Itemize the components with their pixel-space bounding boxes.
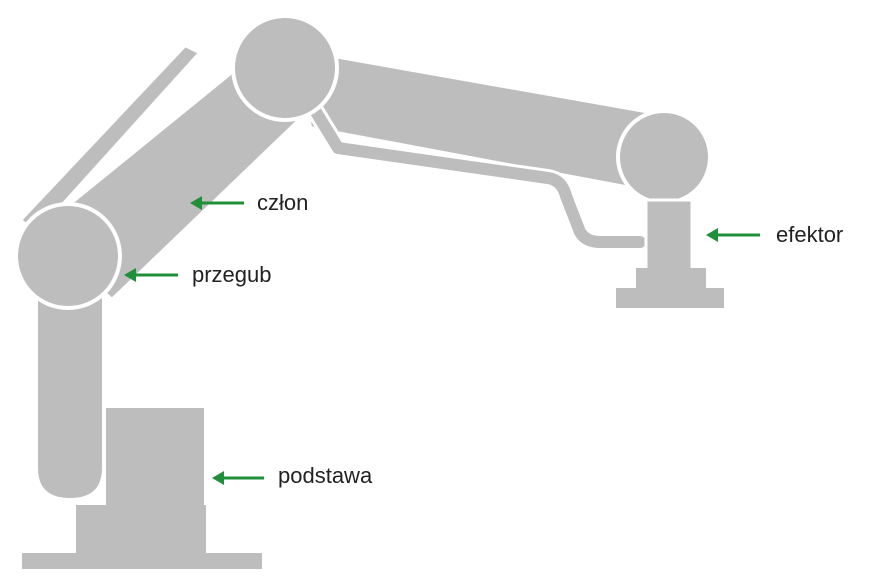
effector-tool-plate — [616, 288, 724, 308]
label-effector: efektor — [776, 222, 844, 247]
label-joint: przegub — [192, 262, 272, 287]
wrist-joint — [616, 109, 712, 205]
elbow-joint — [231, 14, 339, 122]
lower-link — [34, 288, 106, 503]
floor-plate — [22, 553, 262, 569]
base-pedestal — [76, 505, 206, 555]
shoulder-joint — [14, 202, 122, 310]
label-base: podstawa — [278, 463, 373, 488]
arrow-effector — [706, 228, 760, 242]
arrow-base — [212, 471, 264, 485]
arrow-link — [190, 196, 244, 210]
effector-flange — [636, 268, 706, 290]
label-link: człon — [257, 190, 309, 215]
arrow-joint — [124, 268, 178, 282]
effector-body — [644, 198, 694, 274]
base-block — [106, 408, 204, 508]
upper-link-slot — [60, 46, 235, 209]
forearm-cable-core — [310, 106, 646, 248]
